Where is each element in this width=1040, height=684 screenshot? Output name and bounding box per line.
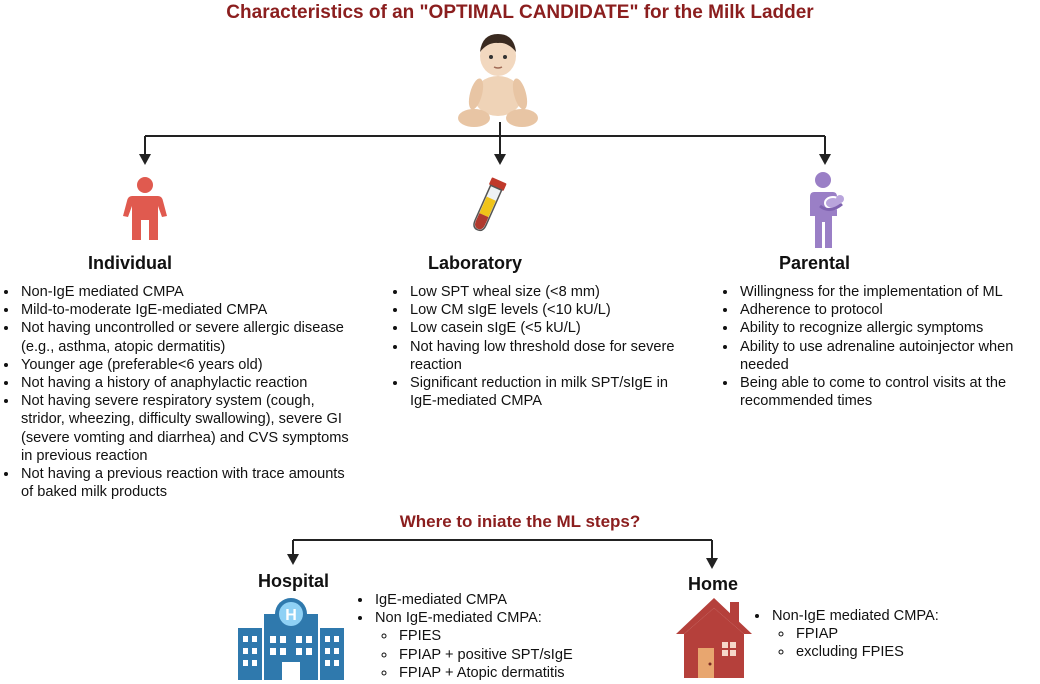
sub-list-item: FPIES <box>397 627 673 645</box>
arrow-head <box>706 558 718 569</box>
list-item: Ability to use adrenaline autoinjector w… <box>738 338 1040 374</box>
list-item: Younger age (preferable<6 years old) <box>19 356 359 374</box>
sub-list-home: FPIAP excluding FPIES <box>772 625 1020 661</box>
arrow-head <box>819 154 831 165</box>
arrow-head <box>494 154 506 165</box>
list-hospital: IgE-mediated CMPA Non IgE-mediated CMPA:… <box>355 591 673 682</box>
list-laboratory: Low SPT wheal size (<8 mm) Low CM sIgE l… <box>390 283 698 410</box>
list-home: Non-IgE mediated CMPA: FPIAP excluding F… <box>752 607 1020 662</box>
list-individual: Non-IgE mediated CMPA Mild-to-moderate I… <box>1 283 359 501</box>
list-item: Adherence to protocol <box>738 301 1040 319</box>
list-item: Significant reduction in milk SPT/sIgE i… <box>408 374 698 410</box>
list-item: Mild-to-moderate IgE-mediated CMPA <box>19 301 359 319</box>
list-item: Being able to come to control visits at … <box>738 374 1040 410</box>
list-item: Ability to recognize allergic symptoms <box>738 319 1040 337</box>
list-parental: Willingness for the implementation of ML… <box>720 283 1040 410</box>
sub-list-hospital: FPIES FPIAP + positive SPT/sIgE FPIAP + … <box>375 627 673 682</box>
parent-holding-baby-icon <box>810 172 844 248</box>
sub-list-item: FPIAP + positive SPT/sIgE <box>397 646 673 664</box>
list-item: Willingness for the implementation of ML <box>738 283 1040 301</box>
where-title: Where to iniate the ML steps? <box>399 512 641 531</box>
sub-list-item: excluding FPIES <box>794 643 1020 661</box>
list-item: Non-IgE mediated CMPA <box>19 283 359 301</box>
house-icon <box>676 598 752 678</box>
heading-hospital: Hospital <box>258 571 330 591</box>
hospital-building-icon: H <box>238 598 344 680</box>
heading-laboratory: Laboratory <box>428 253 523 273</box>
list-item: Not having a previous reaction with trac… <box>19 465 359 501</box>
heading-home: Home <box>688 574 739 594</box>
page-title: Characteristics of an "OPTIMAL CANDIDATE… <box>226 2 814 23</box>
list-item: IgE-mediated CMPA <box>373 591 673 609</box>
list-item: Low casein sIgE (<5 kU/L) <box>408 319 698 337</box>
arrow-head <box>287 554 299 565</box>
list-item: Non-IgE mediated CMPA: FPIAP excluding F… <box>770 607 1020 662</box>
sub-list-item: FPIAP + Atopic dermatitis <box>397 664 673 682</box>
test-tube-icon <box>473 177 507 232</box>
list-item: Not having low threshold dose for severe… <box>408 338 698 374</box>
person-icon <box>123 177 167 240</box>
list-item: Low SPT wheal size (<8 mm) <box>408 283 698 301</box>
heading-individual: Individual <box>88 253 173 273</box>
list-item: Not having a history of anaphylactic rea… <box>19 374 359 392</box>
hospital-sign: H <box>285 607 297 624</box>
list-item: Not having severe respiratory system (co… <box>19 392 359 465</box>
list-item-label: Non-IgE mediated CMPA: <box>772 608 939 624</box>
baby-icon <box>458 34 538 127</box>
list-item: Non IgE-mediated CMPA: FPIES FPIAP + pos… <box>373 609 673 682</box>
list-item-label: Non IgE-mediated CMPA: <box>375 610 542 627</box>
heading-parental: Parental <box>779 253 851 273</box>
list-item: Not having uncontrolled or severe allerg… <box>19 319 359 355</box>
arrow-head <box>139 154 151 165</box>
list-item: Low CM sIgE levels (<10 kU/L) <box>408 301 698 319</box>
sub-list-item: FPIAP <box>794 625 1020 643</box>
